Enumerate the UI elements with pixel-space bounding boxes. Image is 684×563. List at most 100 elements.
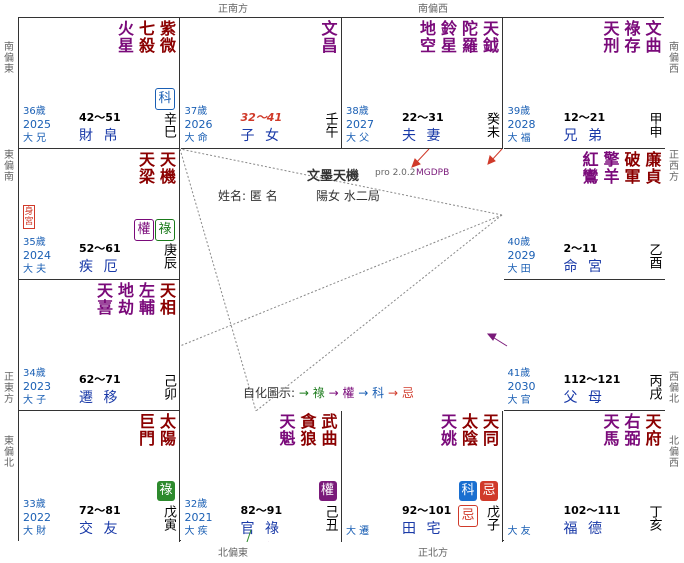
age-range: 112～121 (563, 373, 621, 386)
main-star: 太陰 (459, 413, 478, 447)
palace-name: 田 宅 (402, 521, 444, 537)
age-range: 102～111 (563, 504, 621, 517)
palace-name: 福 德 (563, 521, 605, 537)
direction-label-right-top: 南偏西 (669, 42, 679, 75)
main-star: 七殺 (136, 20, 155, 54)
main-star: 天梁 (136, 151, 155, 185)
main-star: 太陽 (157, 413, 176, 447)
age-label: 32歲 (184, 499, 208, 510)
transform-badge: 忌 (458, 505, 478, 527)
minor-star: 天魁 (276, 413, 296, 447)
year-label: 2021 (184, 511, 213, 524)
palace-name: 財 帛 (79, 128, 121, 144)
age-label: 35歲 (23, 237, 46, 248)
palace-name: 疾 厄 (79, 259, 121, 275)
minor-star: 左輔 (136, 282, 155, 316)
transform-badge: 權 (318, 481, 337, 501)
year-label: 2024 (23, 249, 51, 262)
minor-star: 紅鸞 (579, 151, 599, 185)
decade-palace-label: 大 父 (346, 133, 370, 144)
main-star: 天府 (642, 413, 662, 447)
age-label: 34歲 (23, 368, 46, 379)
age-range: 32～41 (240, 111, 283, 124)
arrow-icon-2 (487, 148, 503, 165)
star-group: 天相左輔地劫天喜 (94, 282, 176, 316)
legend-ke: → 科 (358, 386, 385, 400)
arrow-icon-3 (486, 333, 508, 347)
triangle-line-2 (179, 214, 503, 347)
age-range: 2～11 (563, 242, 598, 255)
minor-star: 天喜 (94, 282, 113, 316)
age-range: 82～91 (240, 504, 283, 517)
triangle-line-1 (179, 148, 503, 216)
decade-palace-label: 大 遷 (346, 526, 370, 537)
stem-branch-label: 辛巳 (161, 112, 176, 138)
palace-name: 遷 移 (79, 390, 121, 406)
legend-prefix: 自化圖示: (243, 386, 296, 400)
year-label: 2025 (23, 118, 51, 131)
main-star: 破軍 (621, 151, 641, 185)
transform-badge: 權 (134, 219, 154, 241)
stem-branch-label: 戊子 (484, 505, 499, 531)
triangle-line-4 (179, 148, 257, 412)
person-info: 陽女 水二局 (316, 189, 380, 203)
minor-star: 文昌 (318, 20, 338, 54)
minor-star: 陀羅 (459, 20, 478, 54)
age-range: 92～101 (402, 504, 452, 517)
app-title: 文墨天機 (307, 169, 360, 184)
palace-name: 兄 弟 (563, 128, 605, 144)
direction-label-left-top: 南偏東 (4, 42, 14, 75)
decade-palace-label: 大 子 (23, 395, 47, 406)
minor-star: 祿存 (621, 20, 641, 54)
stem-branch-label: 壬午 (322, 112, 338, 138)
arrow-icon-4 (246, 529, 252, 542)
decade-palace-label: 大 友 (507, 526, 531, 537)
year-label: 2030 (507, 380, 536, 393)
star-group: 天機天梁 (136, 151, 176, 185)
age-label: 37歲 (184, 106, 208, 117)
stem-branch-label: 丙戌 (646, 374, 662, 400)
legend-quan: → 權 (328, 386, 355, 400)
direction-label-bottom-right: 正北方 (418, 548, 448, 559)
direction-label-right-mid: 正西方 (669, 150, 679, 183)
person-name: 姓名: 匿 名 (218, 189, 278, 203)
age-label: 40歲 (507, 237, 531, 248)
star-group: 太陽巨門 (136, 413, 176, 447)
triangle-line-3 (255, 214, 503, 412)
year-label: 2022 (23, 511, 51, 524)
star-group: 紫微七殺火星 (115, 20, 176, 54)
age-label: 38歲 (346, 106, 369, 117)
star-group: 文昌 (318, 20, 338, 54)
palace-name: 夫 妻 (402, 128, 444, 144)
main-star: 巨門 (136, 413, 155, 447)
transform-badge: 祿 (155, 219, 175, 241)
stem-branch-label: 己卯 (161, 374, 176, 400)
direction-label-top-left: 正南方 (218, 4, 248, 15)
star-group: 天府右弼天馬 (601, 413, 662, 447)
direction-label-left-low: 正東方 (4, 372, 14, 405)
star-group: 廉貞破軍擎羊紅鸞 (579, 151, 662, 185)
star-group: 武曲貪狼天魁 (276, 413, 338, 447)
chart-lines-overlay (179, 148, 508, 542)
year-label: 2028 (507, 118, 536, 131)
age-range: 72～81 (79, 504, 121, 517)
decade-palace-label: 大 夫 (23, 264, 47, 275)
age-label: 41歲 (507, 368, 531, 379)
decade-palace-label: 大 福 (507, 133, 531, 144)
palace-name: 子 女 (240, 128, 282, 144)
star-group: 文曲祿存天刑 (601, 20, 662, 54)
decade-palace-label: 大 命 (184, 133, 208, 144)
age-range: 42～51 (79, 111, 121, 124)
